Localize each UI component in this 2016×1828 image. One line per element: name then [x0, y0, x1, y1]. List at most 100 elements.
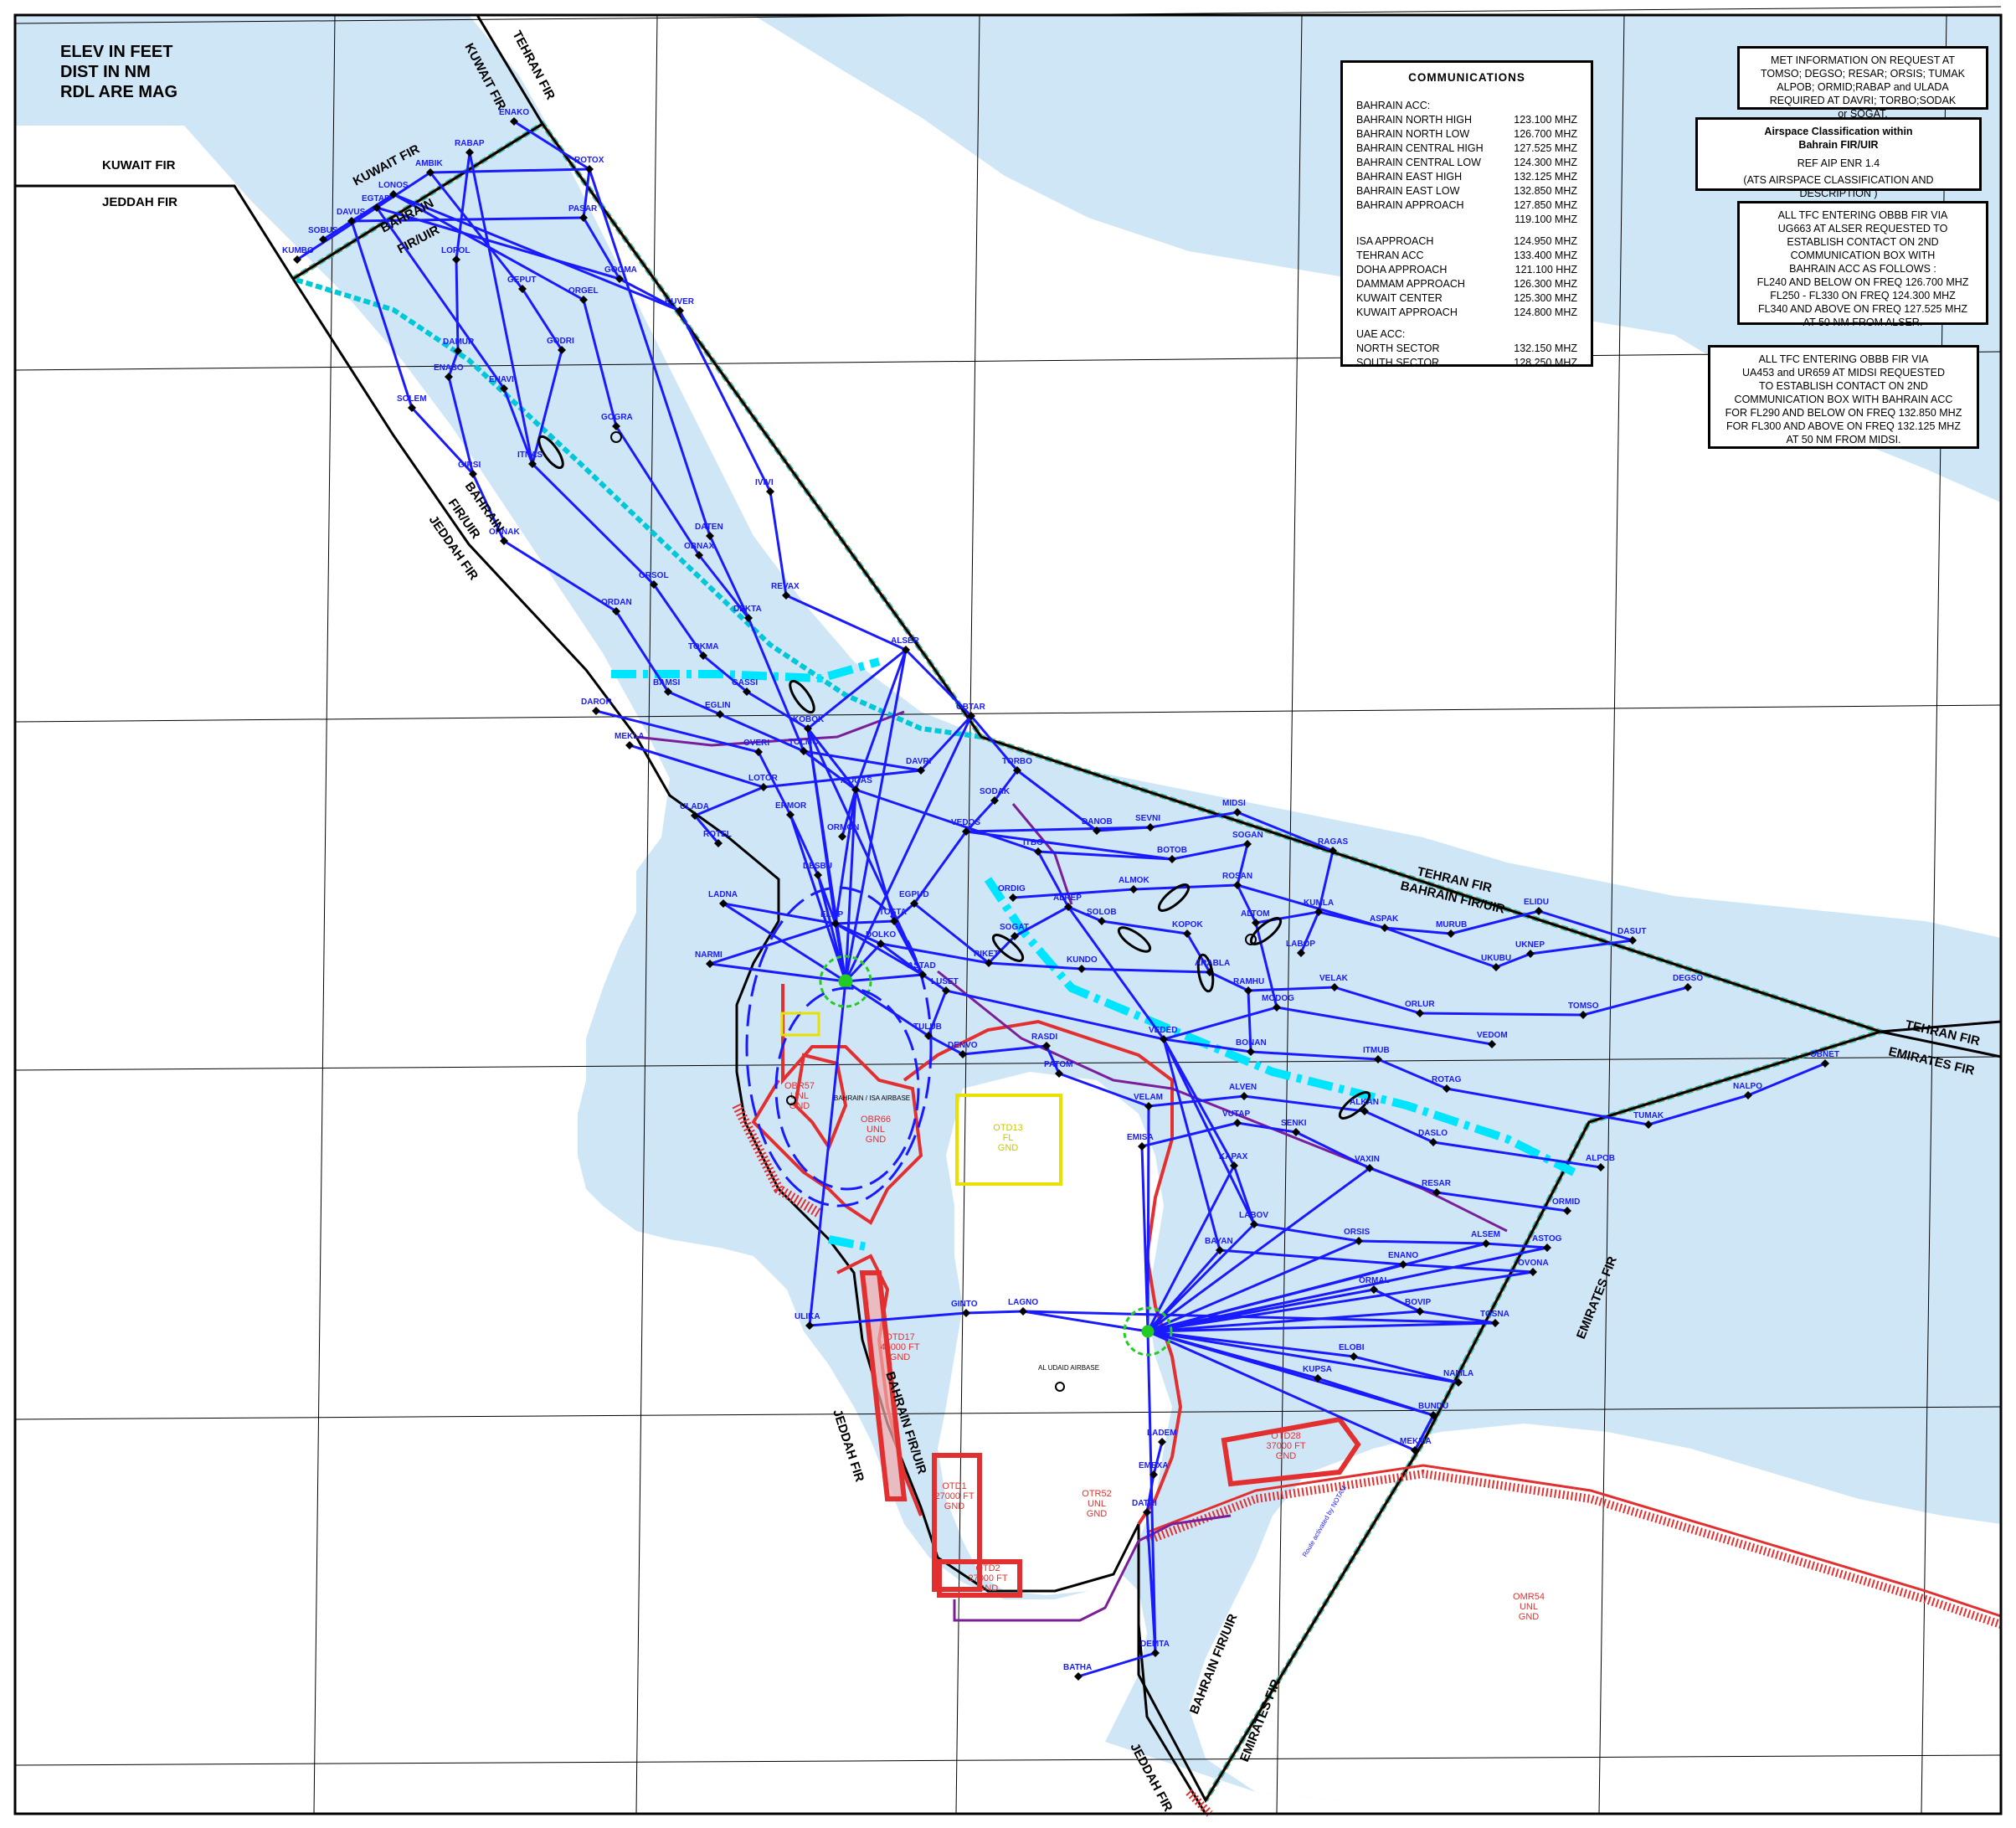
- airway-segment: [1419, 1310, 1496, 1325]
- airway-segment: [1255, 910, 1319, 924]
- waypoint-marker: [528, 460, 537, 468]
- waypoint-label: ALSER: [891, 636, 920, 646]
- waypoint-label: ORMID: [1552, 1197, 1580, 1207]
- airway-segment: [922, 973, 947, 992]
- waypoint-label: LADNA: [708, 890, 738, 899]
- waypoint: DATEN: [695, 523, 723, 540]
- chart-frame: [13, 13, 2003, 1815]
- area-label: FL: [1003, 1133, 1014, 1143]
- waypoint: GOGMA: [604, 265, 637, 283]
- midsi-line: FOR FL300 AND ABOVE ON FREQ 132.125 MHZ: [1726, 420, 1961, 432]
- waypoint-label: KUMLA: [1304, 899, 1334, 908]
- waypoint-label: MOGAS: [841, 776, 872, 785]
- waypoint: ROTEL: [703, 830, 732, 847]
- airway-segment: [913, 902, 990, 965]
- airway-segment: [1016, 769, 1098, 832]
- waypoint-label: ULADA: [680, 802, 709, 811]
- waypoint-label: ALVEN: [1229, 1083, 1257, 1092]
- waypoint-label: VEDOS: [951, 818, 980, 827]
- comm-row: 119.100 MHZ: [1356, 213, 1577, 227]
- waypoint-marker: [1330, 983, 1339, 991]
- waypoint: ASTOG: [1532, 1234, 1562, 1252]
- waypoint: DAMUR: [443, 337, 475, 355]
- waypoint-label: SEVNI: [1135, 814, 1160, 823]
- waypoint-marker: [902, 646, 910, 654]
- waypoint-label: VEDED: [1149, 1026, 1177, 1035]
- waypoint: MODOG: [1262, 994, 1294, 1012]
- waypoint: ORLUR: [1405, 1000, 1435, 1017]
- waypoint: ORSIS: [1344, 1228, 1370, 1245]
- waypoint-marker: [465, 148, 474, 157]
- waypoint-label: TOSNA: [1480, 1310, 1509, 1319]
- comm-frequency: 124.300 MHZ: [1514, 157, 1577, 168]
- vor-radial: [1147, 1330, 1416, 1452]
- waypoint-marker: [1821, 1059, 1829, 1068]
- waypoint-label: SODAK: [980, 787, 1011, 796]
- waypoint: SEVNI: [1135, 814, 1160, 832]
- airway-segment: [1334, 986, 1421, 1015]
- waypoint-marker: [1597, 1163, 1605, 1171]
- waypoint-marker: [744, 614, 753, 622]
- waypoint: DEGSO: [1673, 974, 1703, 991]
- met-information-note: MET INFORMATION ON REQUEST AT TOMSO; DEG…: [1737, 46, 1988, 120]
- area-label: OTD2: [975, 1563, 1000, 1573]
- waypoint: ULIKA: [795, 1312, 820, 1330]
- waypoint-label: BAYAN: [1205, 1237, 1233, 1246]
- airway-segment: [1163, 1038, 1252, 1053]
- airway-segment: [393, 193, 681, 312]
- waypoint: BAYAN: [1205, 1237, 1233, 1254]
- vor-radial: [1147, 1246, 1548, 1333]
- area-label: 37000 FT: [1266, 1441, 1305, 1451]
- waypoint: LADNA: [708, 890, 738, 908]
- airway-segment: [1582, 986, 1689, 1017]
- waypoint-marker: [579, 296, 588, 304]
- waypoint: ORNAK: [489, 528, 520, 545]
- waypoint-label: UKUBU: [1481, 954, 1511, 963]
- airway-segment: [1209, 971, 1249, 992]
- waypoint: KOPOK: [1172, 920, 1203, 938]
- waypoint-marker: [838, 832, 846, 841]
- midsi-line: TO ESTABLISH CONTACT ON 2ND: [1759, 380, 1928, 392]
- waypoint: TOKMA: [688, 642, 718, 660]
- waypoint-marker: [347, 217, 356, 225]
- comm-station: BAHRAIN EAST HIGH: [1356, 171, 1463, 183]
- airway-segment: [806, 728, 924, 976]
- waypoint: DANOB: [1082, 817, 1113, 835]
- waypoint: TOMSO: [1568, 1002, 1599, 1019]
- vor-radial: [709, 962, 846, 983]
- airway-segment: [1037, 850, 1173, 861]
- airway-segment: [1299, 911, 1320, 954]
- alser-line: ALL TFC ENTERING OBBB FIR VIA: [1777, 209, 1948, 221]
- waypoint-marker: [719, 899, 728, 908]
- waypoint-marker: [804, 724, 812, 733]
- waypoint-label: DANOB: [1082, 817, 1113, 826]
- airway-segment: [1163, 1006, 1278, 1041]
- waypoint-label: GIRSI: [458, 461, 481, 470]
- vor-radial: [1147, 1270, 1534, 1333]
- area-label: UNL: [1520, 1602, 1538, 1612]
- waypoint: PASAR: [568, 204, 598, 222]
- vor-radial: [1147, 1166, 1371, 1333]
- area-label: GND: [998, 1143, 1019, 1153]
- waypoint-marker: [293, 255, 301, 264]
- waypoint-label: RABAP: [455, 139, 485, 148]
- waypoint-marker: [1250, 1220, 1258, 1228]
- airway-segment: [1133, 883, 1238, 891]
- waypoint-label: ASPAK: [1370, 914, 1399, 924]
- airway-segment: [588, 168, 712, 537]
- waypoint-label: LAGNO: [1008, 1298, 1038, 1307]
- waypoint-marker: [1370, 1285, 1378, 1294]
- waypoint: SODAK: [980, 787, 1011, 805]
- waypoint: ASPAK: [1370, 914, 1399, 932]
- waypoint-label: ROSAN: [1222, 872, 1252, 881]
- waypoint: OBTAR: [956, 703, 986, 720]
- waypoint-label: GODRI: [547, 337, 574, 346]
- vor-radial: [1146, 1105, 1150, 1332]
- waypoint: VEDOM: [1477, 1031, 1508, 1048]
- waypoint-marker: [1168, 855, 1176, 863]
- airway-segment: [1045, 1045, 1061, 1074]
- met-line: REQUIRED AT DAVRI; TORBO;SODAK: [1769, 95, 1957, 106]
- airway-segment: [1530, 939, 1633, 955]
- waypoint-label: DESBU: [803, 862, 832, 871]
- waypoint-label: ENASO: [434, 363, 464, 373]
